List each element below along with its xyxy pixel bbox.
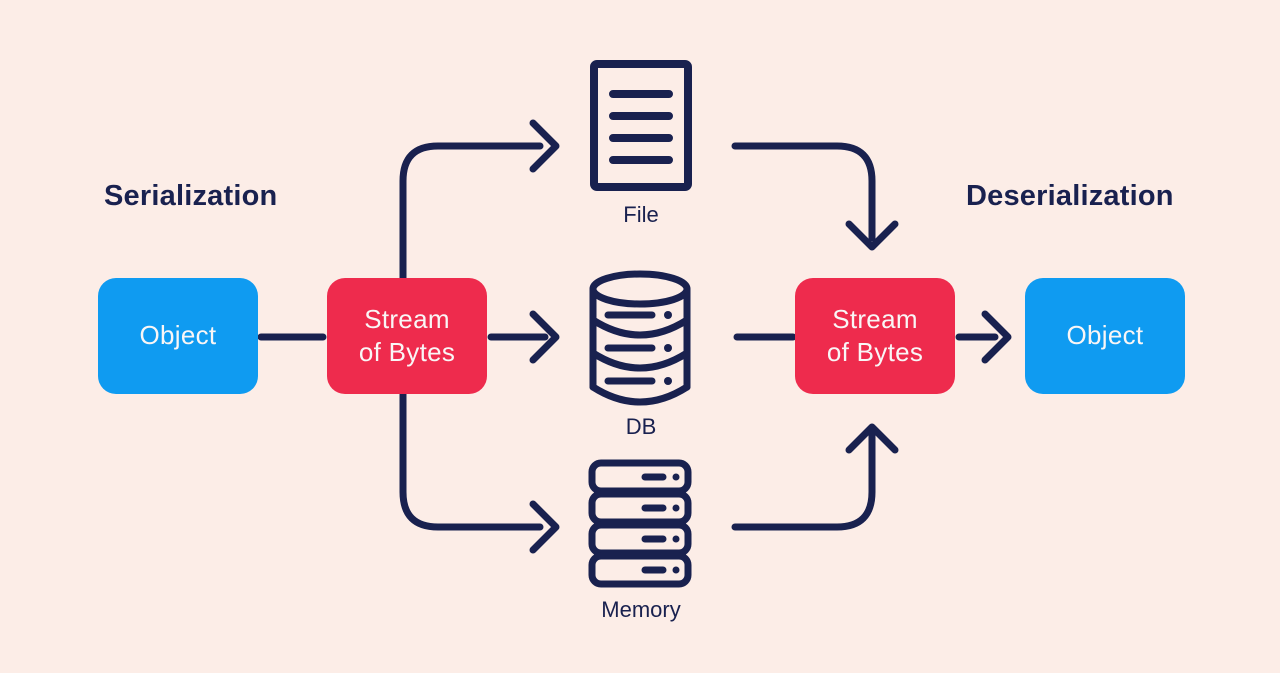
arrow-stream-left-to-db — [487, 310, 560, 364]
node-object-right: Object — [1025, 278, 1185, 394]
memory-icon — [588, 459, 692, 588]
file-label: File — [623, 202, 659, 227]
deserialization-title: Deserialization — [966, 180, 1174, 212]
file-icon — [590, 60, 692, 191]
node-stream-of-bytes-right: Stream of Bytes — [795, 278, 955, 394]
node-object-right-label: Object — [1066, 320, 1144, 351]
memory-label: Memory — [601, 597, 681, 622]
arrow-file-to-stream-right — [731, 142, 899, 251]
serialization-title: Serialization — [104, 180, 278, 212]
db-label: DB — [625, 414, 657, 439]
node-object-left: Object — [98, 278, 258, 394]
node-object-left-label: Object — [139, 320, 217, 351]
database-icon — [589, 270, 691, 406]
node-stream-left-label: Stream of Bytes — [358, 303, 456, 367]
arrow-stream-right-to-object-right — [955, 310, 1012, 364]
arrow-memory-to-stream-right — [731, 423, 899, 531]
arrow-stream-left-to-file — [399, 119, 560, 283]
node-stream-right-label: Stream of Bytes — [826, 303, 924, 367]
node-stream-of-bytes-left: Stream of Bytes — [327, 278, 487, 394]
arrow-stream-left-to-memory — [399, 390, 560, 554]
